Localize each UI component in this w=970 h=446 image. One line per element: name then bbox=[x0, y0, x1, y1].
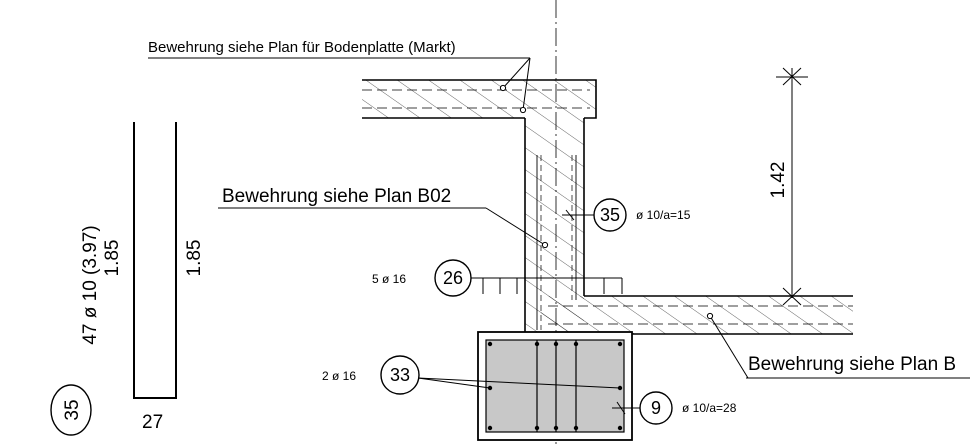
mark-26-text: 5 ø 16 bbox=[372, 272, 406, 286]
mark-26-id: 26 bbox=[443, 268, 463, 288]
beam-section bbox=[477, 331, 633, 441]
callout-right: Bewehrung siehe Plan B bbox=[706, 312, 970, 379]
mark-9-id: 9 bbox=[651, 398, 661, 418]
mark-33: 2 ø 16 33 bbox=[322, 355, 621, 395]
mark-35-wall: 35 ø 10/a=15 bbox=[562, 198, 691, 232]
callout-left-text: Bewehrung siehe Plan B02 bbox=[222, 186, 451, 207]
bar-leg-right: 1.85 bbox=[184, 240, 205, 277]
bar-base: 27 bbox=[142, 412, 163, 433]
bar-mark-id: 35 bbox=[62, 399, 83, 420]
mark-33-id: 33 bbox=[390, 365, 410, 385]
dimension-line: 1.42 bbox=[768, 67, 808, 306]
mark-35-text: ø 10/a=15 bbox=[636, 208, 691, 222]
bottom-slab bbox=[541, 295, 853, 335]
callout-right-text: Bewehrung siehe Plan B bbox=[748, 354, 956, 375]
mark-26: 5 ø 16 26 bbox=[372, 259, 623, 297]
bar-shape: 1.85 1.85 47 ø 10 (3.97) 27 35 bbox=[50, 122, 205, 436]
mark-9-text: ø 10/a=28 bbox=[682, 401, 737, 415]
callout-top: Bewehrung siehe Plan für Bodenplatte (Ma… bbox=[148, 39, 531, 114]
bar-spec: 47 ø 10 (3.97) bbox=[80, 225, 101, 344]
callout-left: Bewehrung siehe Plan B02 bbox=[218, 186, 549, 249]
bar-leg-left: 1.85 bbox=[102, 240, 123, 277]
callout-top-text: Bewehrung siehe Plan für Bodenplatte (Ma… bbox=[148, 39, 456, 56]
top-slab bbox=[362, 79, 597, 119]
mark-35-id: 35 bbox=[600, 205, 620, 225]
mark-33-text: 2 ø 16 bbox=[322, 369, 356, 383]
mark-9: 9 ø 10/a=28 bbox=[612, 391, 737, 425]
dimension-value: 1.42 bbox=[768, 162, 789, 199]
